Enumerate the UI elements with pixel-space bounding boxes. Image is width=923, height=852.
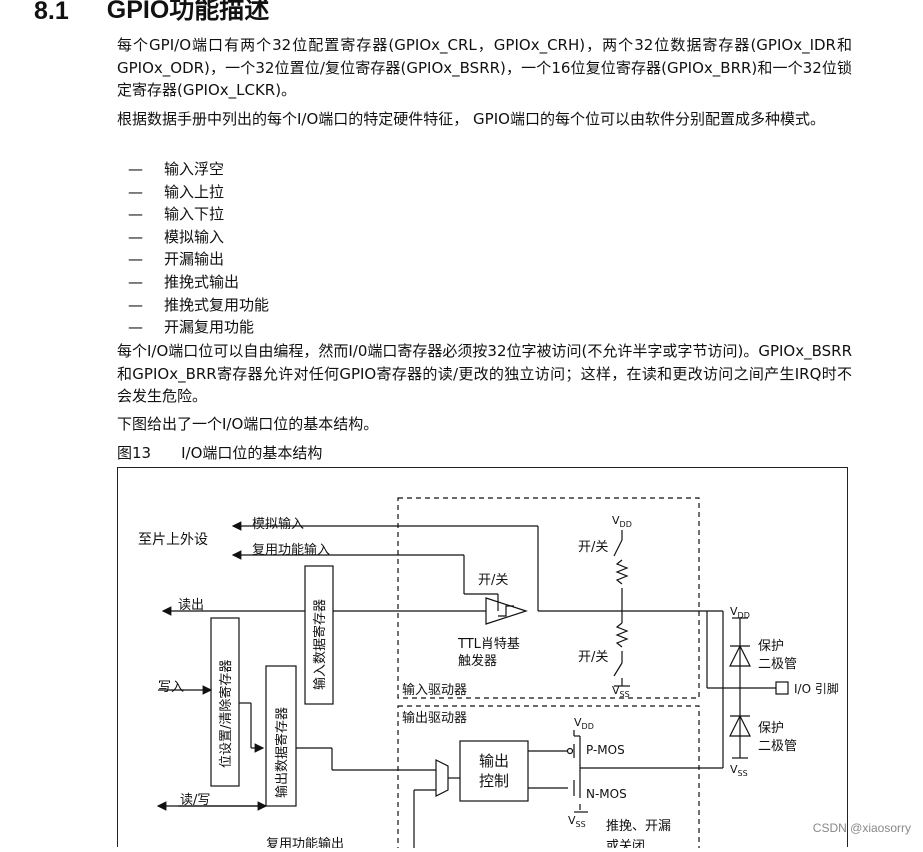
io-pin-box (775, 681, 789, 695)
list-item: —开漏输出 (128, 250, 225, 269)
list-item: —输入下拉 (128, 205, 225, 224)
paragraph-access: 每个I/O端口位可以自由编程，然而I/0端口寄存器必须按32位字被访问(不允许半… (117, 342, 852, 405)
list-item: —模拟输入 (128, 227, 225, 246)
output-mux (435, 759, 449, 797)
list-item: —推挽式输出 (128, 272, 240, 291)
label-input-driver: 输入驱动器 (402, 682, 467, 698)
label-write: 写入 (158, 680, 184, 695)
label-pushpull-2: 或关闭 (606, 839, 645, 848)
input-driver-box (397, 497, 700, 699)
svg-text:VDD: VDD (612, 514, 632, 529)
pull-up-resistor (615, 559, 629, 585)
label-output-ctrl-2: 控制 (479, 772, 509, 790)
label-analog-input: 模拟输入 (252, 516, 304, 532)
list-item: —开漏复用功能 (128, 318, 255, 337)
input-data-register (304, 565, 334, 705)
svg-text:VSS: VSS (730, 763, 748, 778)
label-io-pin: I/O 引脚 (794, 681, 839, 696)
label-read-write: 读/写 (180, 793, 210, 808)
label-nmos: N-MOS (586, 787, 627, 801)
list-item: —输入浮空 (128, 160, 225, 178)
pull-down-resistor (615, 622, 629, 648)
protection-diode-top (729, 644, 751, 667)
label-protect-2: 保护 (758, 721, 784, 736)
figure-number: 图13 (117, 444, 152, 462)
protection-diode-bottom (729, 714, 751, 737)
svg-text:VDD: VDD (730, 605, 750, 620)
label-bit-set-reset-reg: 位设置/清除寄存器 (218, 660, 234, 768)
watermark: CSDN @xiaosorry (812, 821, 911, 835)
label-input-data-reg: 输入数据寄存器 (312, 599, 328, 690)
list-item: —输入上拉 (128, 182, 225, 201)
mode-list: —输入浮空 —输入上拉 —输入下拉 —模拟输入 —开漏输出 —推挽式输出 —推挽… (128, 158, 269, 339)
svg-text:VDD: VDD (574, 716, 594, 731)
figure-caption: 图13 I/O端口位的基本结构 (117, 442, 322, 463)
bit-set-reset-register (210, 617, 240, 787)
label-alt-output: 复用功能输出 (266, 836, 344, 848)
list-item: —推挽式复用功能 (128, 295, 270, 314)
label-ttl-1: TTL肖特基 (457, 637, 520, 652)
label-protect-1: 保护 (758, 639, 784, 654)
io-port-diagram: 至片上外设 模拟输入 复用功能输入 读出 写入 读/写 输入数据寄存器 位设置/… (117, 467, 848, 852)
paragraph-registers: 每个GPI/O端口有两个32位配置寄存器(GPIOx_CRL，GPIOx_CRH… (117, 36, 852, 99)
label-output-ctrl-1: 输出 (479, 752, 509, 770)
label-diode-1: 二极管 (758, 657, 797, 672)
io-port-schematic: 至片上外设 模拟输入 复用功能输入 读出 写入 读/写 输入数据寄存器 位设置/… (138, 497, 839, 852)
label-alt-input: 复用功能输入 (252, 542, 330, 558)
svg-text:VSS: VSS (568, 814, 586, 829)
label-output-data-reg: 输出数据寄存器 (274, 707, 290, 798)
section-heading: 8.1 GPIO功能描述 (34, 0, 269, 26)
output-data-register (265, 665, 297, 807)
paragraph-figure-intro: 下图给出了一个I/O端口位的基本结构。 (117, 415, 379, 433)
label-diode-2: 二极管 (758, 739, 797, 754)
label-pushpull: 推挽、开漏 (606, 818, 671, 834)
svg-text:VSS: VSS (612, 684, 630, 699)
section-title: GPIO功能描述 (106, 0, 270, 24)
output-control (459, 740, 529, 802)
section-number: 8.1 (34, 0, 69, 25)
label-switch-2: 开/关 (578, 540, 608, 555)
label-pmos: P-MOS (586, 743, 625, 757)
label-read: 读出 (178, 598, 204, 613)
label-on-chip: 至片上外设 (138, 532, 208, 548)
label-switch-1: 开/关 (478, 573, 508, 588)
paragraph-modes-intro: 根据数据手册中列出的每个I/O端口的特定硬件特征， GPIO端口的每个位可以由软… (117, 110, 825, 128)
label-output-driver: 输出驱动器 (402, 710, 467, 726)
label-switch-3: 开/关 (578, 650, 608, 665)
label-ttl-2: 触发器 (458, 653, 497, 669)
figure-title: I/O端口位的基本结构 (181, 444, 323, 462)
